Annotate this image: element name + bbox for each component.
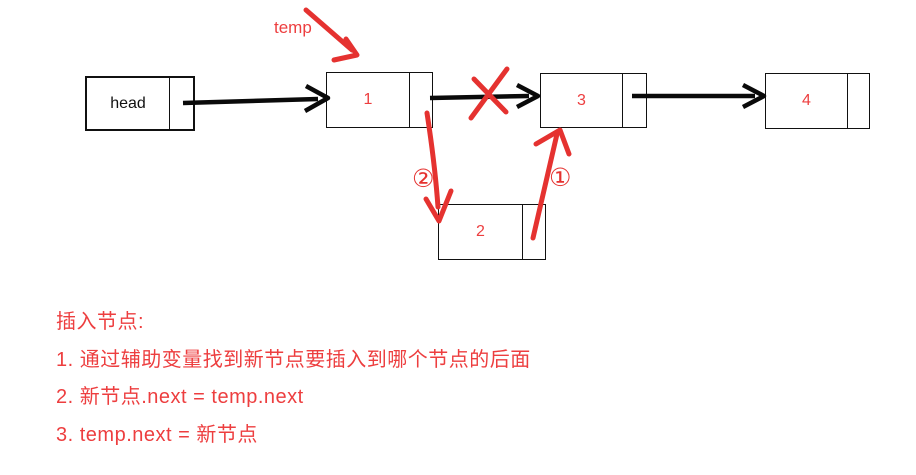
node-1-label: 1 <box>363 91 373 108</box>
node-2-pointer-cell <box>522 205 545 259</box>
node-3: 3 <box>540 73 647 128</box>
node-1-pointer-cell <box>409 73 432 127</box>
temp-variable-label: temp <box>274 18 312 37</box>
arrow-node3-to-node4 <box>632 83 767 109</box>
node-1: 1 <box>326 72 433 128</box>
temp-pointer-arrow <box>303 7 360 63</box>
step-2-marker: ② <box>412 165 435 193</box>
arrow-head-to-node1 <box>182 84 331 113</box>
insertion-notes: 插入节点: 1. 通过辅助变量找到新节点要插入到哪个节点的后面 2. 新节点.n… <box>56 304 531 454</box>
node-4-label: 4 <box>802 92 811 109</box>
step-1-marker: ① <box>549 164 572 192</box>
arrow-node1-to-node3 <box>429 83 541 109</box>
node-2-new: 2 <box>438 204 546 260</box>
node-head-pointer-cell <box>169 78 193 129</box>
notes-step-3: 3. temp.next = 新节点 <box>56 423 258 446</box>
node-3-pointer-cell <box>622 74 646 127</box>
notes-title: 插入节点: <box>56 311 145 333</box>
node-4: 4 <box>765 73 870 129</box>
crossed-out-link-x-mark <box>468 66 510 121</box>
node-2-label: 2 <box>476 223 485 240</box>
node-head-label: head <box>110 94 146 112</box>
node-head: head <box>85 76 195 131</box>
node-4-pointer-cell <box>847 74 869 128</box>
notes-step-2: 2. 新节点.next = temp.next <box>56 386 304 408</box>
node-3-label: 3 <box>577 91 586 109</box>
notes-step-1: 1. 通过辅助变量找到新节点要插入到哪个节点的后面 <box>56 348 531 371</box>
